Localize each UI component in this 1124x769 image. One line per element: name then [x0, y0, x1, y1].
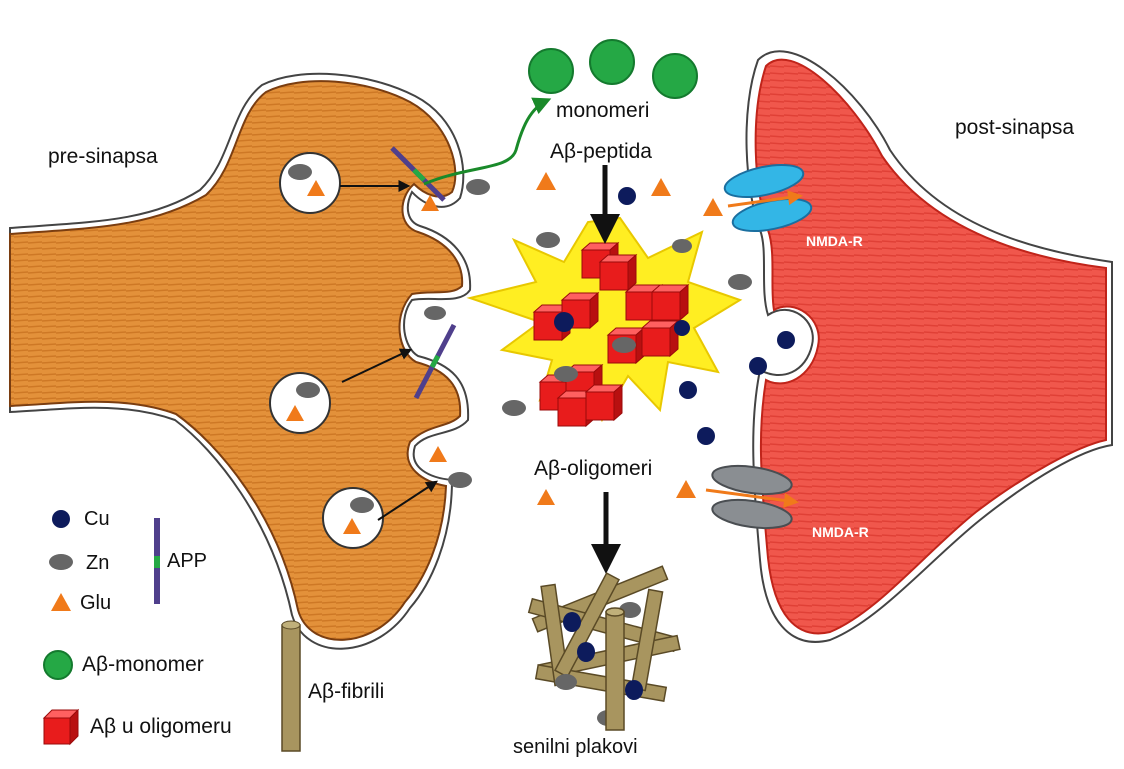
cu-ion [674, 320, 690, 336]
cu-ion [618, 187, 636, 205]
vesicle [270, 373, 330, 433]
zn-ion [728, 274, 752, 290]
zn-ion [554, 366, 578, 382]
senile-plaques-label: senilni plakovi [513, 736, 638, 759]
cu-ion [749, 357, 767, 375]
glu [537, 489, 555, 505]
glu [651, 178, 671, 196]
zn-ion [448, 472, 472, 488]
glu [536, 172, 556, 190]
vesicle [323, 488, 383, 548]
abeta-monomer [653, 54, 697, 98]
legend-glu-label: Glu [80, 592, 111, 615]
legend-zn-label: Zn [86, 552, 109, 575]
legend-monomer-icon [44, 651, 72, 679]
legend-zn-icon [49, 554, 73, 570]
postsynapse-body [756, 60, 1106, 634]
legend-app-label: APP [167, 550, 207, 573]
zn-ion [672, 239, 692, 253]
senile-plaque [529, 566, 680, 730]
legend-cu-icon [52, 510, 70, 528]
vesicle [280, 153, 340, 213]
cu-ion [777, 331, 795, 349]
glu-in-pocket [429, 446, 447, 462]
legend-glu-icon [51, 593, 71, 611]
legend-oligomer-icon [44, 710, 78, 744]
abeta-monomer [529, 49, 573, 93]
legend-fibril-icon [282, 621, 300, 751]
zn-ion [502, 400, 526, 416]
presynapse-label: pre-sinapsa [48, 145, 158, 169]
abeta-oligomers-label: Aβ-oligomeri [534, 457, 652, 481]
zn-in-pocket [424, 306, 446, 320]
glu [676, 480, 696, 498]
legend-fibril-label: Aβ-fibrili [308, 680, 384, 704]
monomers-label: monomeri [556, 99, 649, 123]
glu [703, 198, 723, 216]
nmda-receptor-label: NMDA-R [812, 524, 869, 540]
cu-ion [679, 381, 697, 399]
zn-ion [466, 179, 490, 195]
zn-ion [612, 337, 636, 353]
abeta-peptide-label: Aβ-peptida [550, 140, 652, 164]
zn-ion [536, 232, 560, 248]
legend-oligomer-label: Aβ u oligomeru [90, 715, 232, 739]
legend-monomer-label: Aβ-monomer [82, 653, 204, 677]
cu-ion [554, 312, 574, 332]
legend-cu-label: Cu [84, 508, 110, 531]
abeta-monomer [590, 40, 634, 84]
nmda-receptor-label: NMDA-R [806, 233, 863, 249]
postsynapse-label: post-sinapsa [955, 116, 1074, 140]
cu-ion [697, 427, 715, 445]
